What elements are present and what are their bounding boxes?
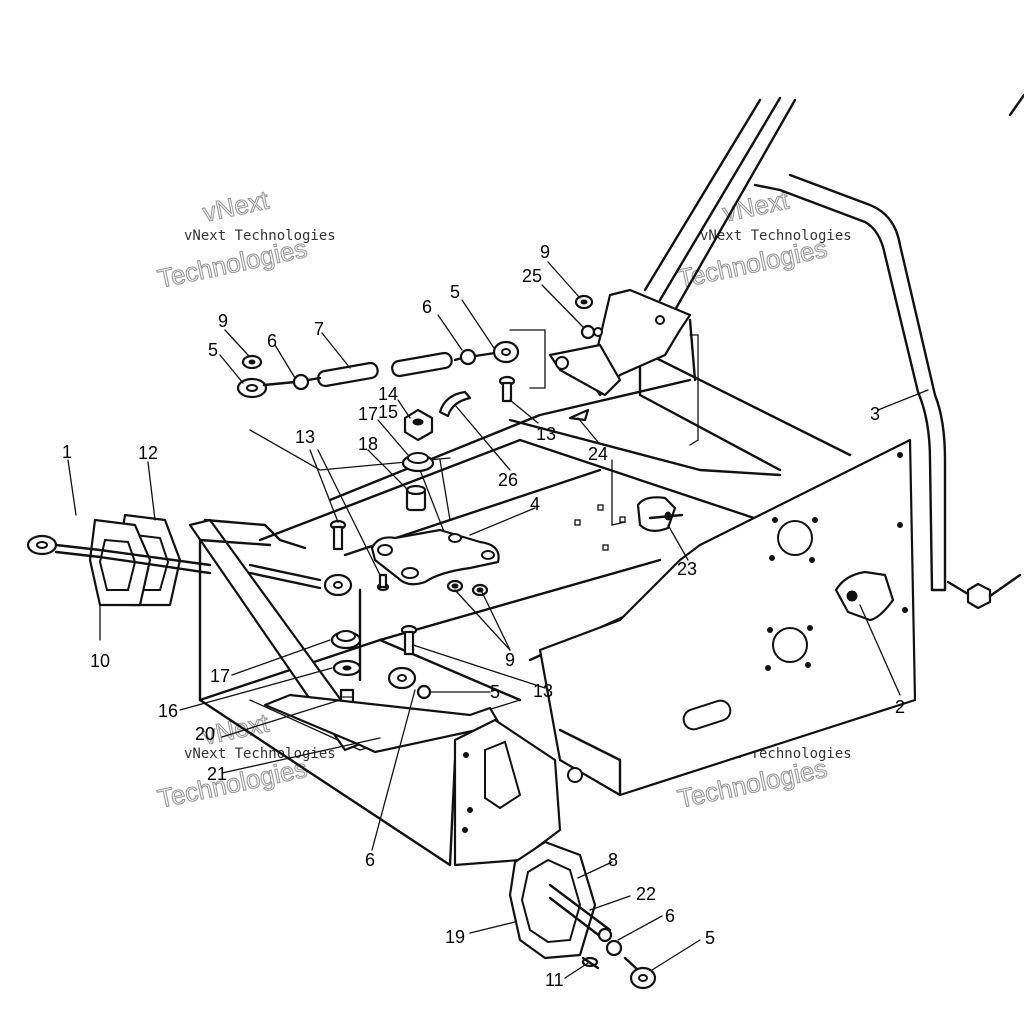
bracket-23 [636,496,684,532]
callout-17: 17 [210,666,230,686]
spacer-18 [405,484,427,512]
nut-9-lower [446,579,489,597]
callout-labels: 1 2 3 4 5 5 5 5 6 6 6 6 7 8 9 9 9 10 11 … [62,242,905,990]
callout-5: 5 [208,340,218,360]
callout-8: 8 [608,850,618,870]
callout-24: 24 [588,444,608,464]
rod-end-5-bottom [623,956,657,990]
callout-17: 17 [358,404,378,424]
callout-9: 9 [505,650,515,670]
nut-14-15 [403,408,434,442]
grommet-2 [834,570,895,622]
clip-26 [438,390,472,418]
callout-5: 5 [705,928,715,948]
callout-1: 1 [62,442,72,462]
side-panel [538,438,917,797]
callout-5: 5 [450,282,460,302]
nut-6-right [453,348,497,366]
callout-15: 15 [378,402,398,422]
plate-21 [263,693,502,754]
callout-5: 5 [490,682,500,702]
svg-text:Technologies: Technologies [155,753,310,814]
callout-26: 26 [498,470,518,490]
roll-bar-3 [753,173,947,592]
nut-6-left [292,373,322,391]
callout-6: 6 [665,906,675,926]
callout-6: 6 [267,331,277,351]
callout-13: 13 [295,427,315,447]
callout-3: 3 [870,404,880,424]
bushing-17-upper [401,452,435,473]
washer-25 [580,324,596,340]
callout-10: 10 [90,651,110,671]
plate-4 [370,528,500,586]
nut-3-end [946,573,1022,610]
link-rod [248,563,353,597]
callout-14: 14 [378,384,398,404]
panel-slot [682,699,732,731]
callout-11: 11 [545,970,564,990]
rod-end-5-lower [387,666,432,700]
rod-end-5-left [236,377,297,399]
callout-19: 19 [445,927,465,947]
callout-12: 12 [138,443,158,463]
callout-23: 23 [677,559,697,579]
rod-end-5-right [492,340,520,364]
bushing-17-lower [330,630,362,650]
callout-9: 9 [218,311,228,331]
bolt-13-lower [400,624,418,656]
watermark-top-right: vNext vNext Technologies Technologies [674,184,852,294]
callout-13: 13 [533,681,553,701]
callout-2: 2 [895,697,905,717]
rod-7 [317,351,453,388]
upper-frame [508,318,852,477]
svg-text:vNext: vNext [200,185,272,228]
clip-24 [568,408,590,422]
nut-6-bottom [605,939,623,957]
screw-11 [581,956,600,970]
rod-1 [26,534,212,575]
callout-6: 6 [422,297,432,317]
panel-hole-lower [772,627,808,663]
leader-lines [67,261,929,979]
svg-text:vNext Technologies: vNext Technologies [700,228,852,244]
callout-22: 22 [636,884,656,904]
watermark-top-left: vNext vNext Technologies Technologies [154,184,336,294]
svg-text:vNext Technologies: vNext Technologies [184,228,336,244]
callout-20: 20 [195,724,215,744]
nut-9-top [574,294,594,310]
callout-25: 25 [522,266,542,286]
shift-lever [548,93,1024,397]
washer-16 [332,659,362,677]
callout-6: 6 [365,850,375,870]
bolt-13-upper [498,375,516,403]
callout-9: 9 [540,242,550,262]
callout-7: 7 [314,319,324,339]
callout-18: 18 [358,434,378,454]
callout-21: 21 [207,764,227,784]
svg-text:vNext Technologies: vNext Technologies [184,746,336,762]
nut-9-left [241,354,263,370]
pedal-arm [188,518,372,752]
shaft-22 [548,883,613,943]
callout-4: 4 [530,494,540,514]
panel-hole-upper [777,520,813,556]
callout-16: 16 [158,701,178,721]
callout-13: 13 [536,424,556,444]
front-bracket [453,718,583,867]
